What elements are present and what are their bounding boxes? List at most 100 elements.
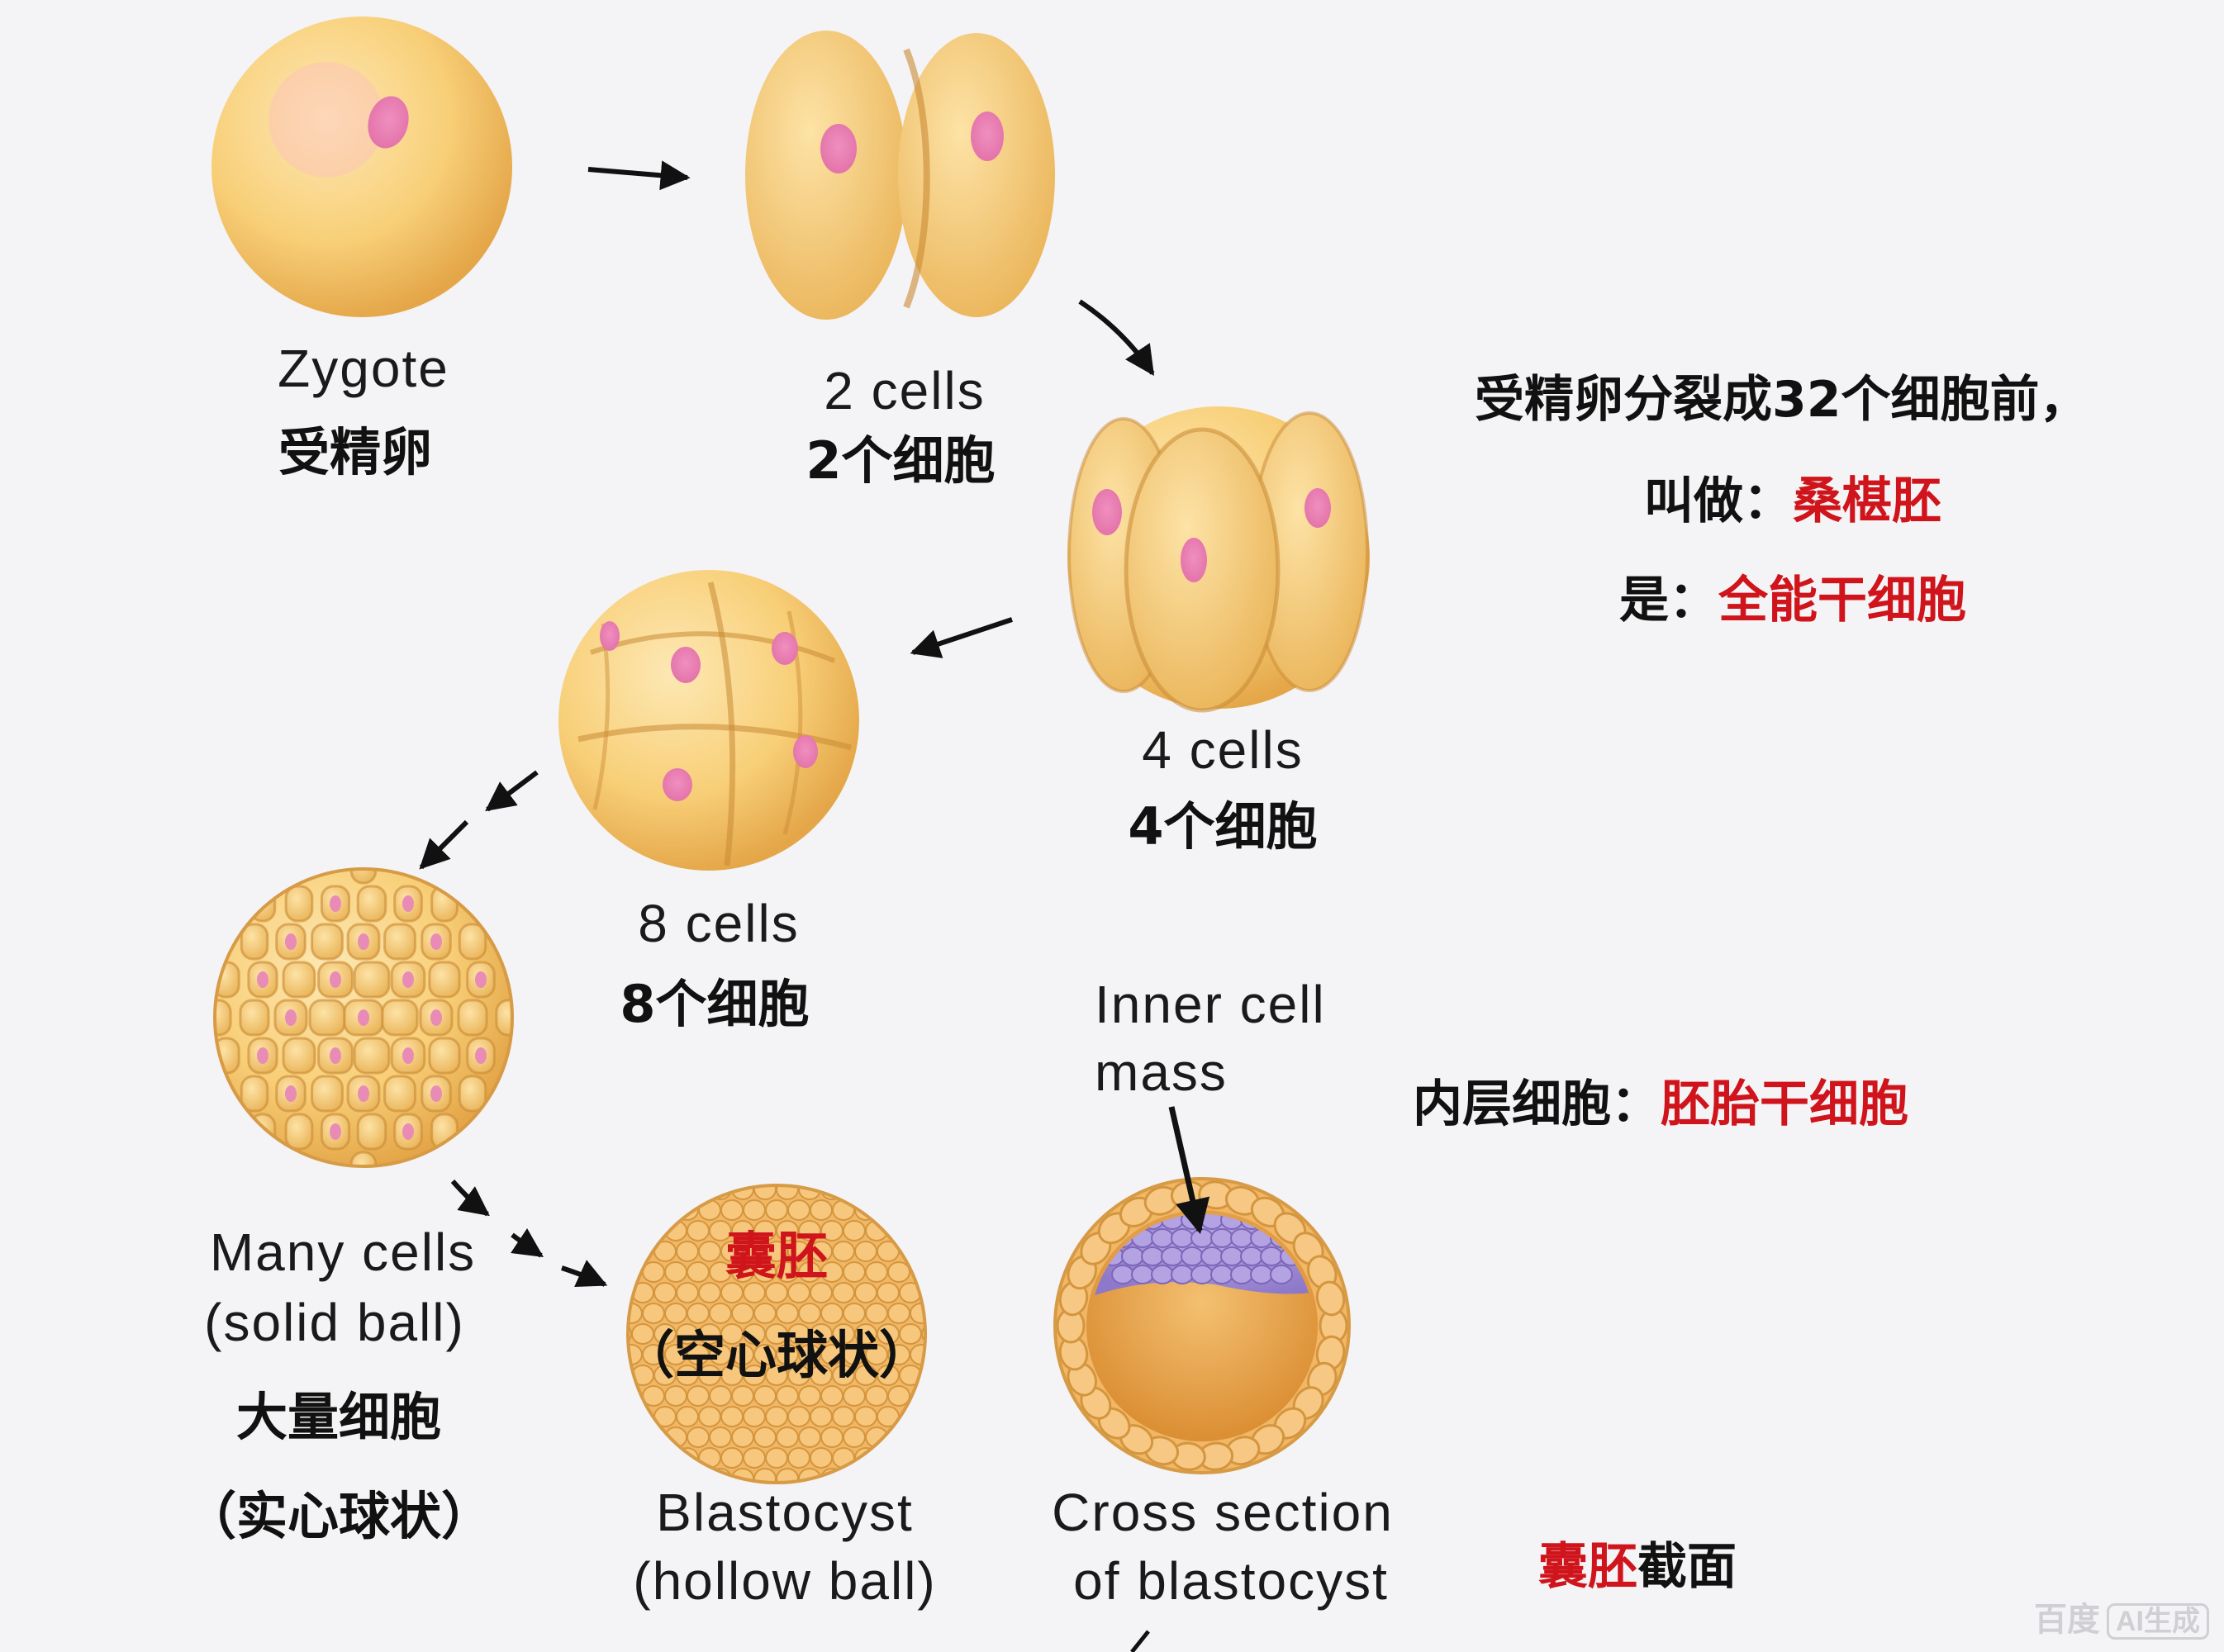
- nucleus: [600, 621, 620, 651]
- nucleus: [358, 1085, 369, 1102]
- inner-mass-cell: [1210, 1228, 1233, 1248]
- nucleus: [1092, 489, 1122, 535]
- blastocyst-label-en-1: Blastocyst: [656, 1483, 914, 1542]
- inner-mass-cell: [1310, 1193, 1332, 1211]
- morula-segment: [383, 923, 416, 961]
- blastocyst-cross-section: [1053, 1177, 1351, 1474]
- nucleus: [671, 647, 701, 683]
- nucleus: [430, 933, 442, 950]
- blastocyst-cell: [854, 1241, 877, 1262]
- blastocyst-cell: [776, 1385, 799, 1407]
- inner-mass-cell: [1072, 1193, 1094, 1211]
- arrow-many-to-blast-b: [511, 1228, 544, 1258]
- blastocyst-cell: [731, 1385, 754, 1407]
- blastocyst-cell: [787, 1447, 810, 1469]
- morula-segment: [282, 1037, 316, 1075]
- inner-mass-cell: [1131, 1265, 1154, 1284]
- nucleus: [402, 971, 414, 988]
- watermark-brand: 百度: [2034, 1602, 2100, 1638]
- blastocyst-cell: [877, 1282, 900, 1303]
- blastocyst-cell: [854, 1406, 877, 1427]
- morula-note-line2: 叫做：桑椹胚: [1644, 461, 1941, 533]
- nucleus: [257, 971, 268, 988]
- morula-note-prefix: 叫做：: [1644, 472, 1793, 530]
- arrow-zygote-to-2: [587, 160, 691, 191]
- blastocyst-cell: [664, 1261, 687, 1283]
- two-cells-label-en: 2 cells: [824, 361, 986, 420]
- zygote-cell: [211, 17, 512, 317]
- morula-segment: [284, 885, 314, 923]
- inner-mass-cell: [1270, 1265, 1293, 1284]
- nucleus: [402, 895, 414, 912]
- totipotent-term: 全能干细胞: [1718, 572, 1966, 629]
- morula-segment: [239, 999, 270, 1037]
- blastocyst-cell: [921, 1323, 925, 1345]
- morula-segment: [356, 885, 387, 923]
- blastocyst-cell: [865, 1385, 888, 1407]
- section-note: 囊胚截面: [1538, 1526, 1737, 1598]
- blastocyst-cell: [798, 1427, 821, 1448]
- morula-segment: [428, 1037, 461, 1075]
- blastocyst-cell: [720, 1447, 744, 1469]
- nucleus: [430, 1009, 442, 1026]
- eight-cells-label-zh: 8个细胞: [620, 974, 810, 1034]
- inner-mass-cell: [1190, 1265, 1214, 1284]
- blastocyst-label-en-2: (hollow ball): [633, 1551, 937, 1611]
- morula-note-line3: 是：全能干细胞: [1619, 560, 1966, 632]
- blastocyst-cell: [687, 1303, 710, 1324]
- four-cells-label-zh: 4个细胞: [1128, 796, 1318, 857]
- arrow-8-to-many-b: [419, 819, 469, 870]
- inner-layer-note: 内层细胞：胚胎干细胞: [1413, 1064, 1908, 1136]
- blastocyst-cell: [743, 1199, 766, 1221]
- blastocyst-cell: [698, 1199, 721, 1221]
- blastocyst-cell: [687, 1261, 710, 1283]
- blastocyst-cell: [698, 1447, 721, 1469]
- morula-term: 桑椹胚: [1793, 472, 1941, 530]
- nucleus: [358, 1009, 369, 1026]
- morula-segment: [240, 923, 269, 961]
- blastocyst-cell: [653, 1282, 677, 1303]
- eight-cells-label-en: 8 cells: [638, 894, 800, 953]
- inner-mass-cell: [1111, 1265, 1134, 1284]
- inner-mass-cell: [1260, 1246, 1283, 1266]
- morula-note-line1: 受精卵分裂成32个细胞前，: [1475, 371, 2089, 429]
- zygote-label-zh: 受精卵: [278, 422, 432, 482]
- zygote-label-en: Zygote: [278, 339, 449, 398]
- morula-segment: [353, 1037, 391, 1075]
- blastocyst-cell: [753, 1185, 777, 1200]
- inner-mass-cell: [1181, 1246, 1204, 1266]
- cross-section-label-2: of blastocyst: [1073, 1551, 1389, 1611]
- blastocyst-cell: [865, 1261, 888, 1283]
- blastocyst-cell: [720, 1199, 744, 1221]
- blastocyst-cell: [776, 1303, 799, 1324]
- nucleus: [971, 112, 1004, 161]
- blastocyst-cell: [820, 1303, 844, 1324]
- inner-mass-cell: [1250, 1265, 1273, 1284]
- morula-segment: [240, 1075, 269, 1113]
- blastocyst-cell: [709, 1385, 732, 1407]
- arrows: [419, 160, 1210, 1652]
- morula-segment: [308, 999, 346, 1037]
- nucleus: [285, 1085, 297, 1102]
- many-cell-morula: [213, 867, 514, 1168]
- blastocyst-cell: [676, 1406, 699, 1427]
- blastocyst-cell: [720, 1406, 744, 1427]
- two-cells-label-zh: 2个细胞: [805, 430, 996, 491]
- morula-segment: [495, 999, 512, 1037]
- blastocyst-cell: [843, 1261, 866, 1283]
- blastocyst-cell: [865, 1303, 888, 1324]
- blastocyst-cell: [664, 1303, 687, 1324]
- many-cells-label-en-1: Many cells: [209, 1222, 477, 1282]
- inner-mass-cell: [1240, 1246, 1263, 1266]
- blastocyst-cell: [743, 1447, 766, 1469]
- blastocyst-cell: [743, 1406, 766, 1427]
- arrow-many-to-blast-a: [450, 1180, 490, 1217]
- blastocyst-cell: [887, 1261, 910, 1283]
- inner-mass-cell: [1220, 1246, 1243, 1266]
- eight-cell-embryo: [558, 570, 859, 871]
- blastocyst-cell: [776, 1185, 799, 1200]
- blastocyst-cell: [810, 1447, 833, 1469]
- nucleus: [330, 971, 341, 988]
